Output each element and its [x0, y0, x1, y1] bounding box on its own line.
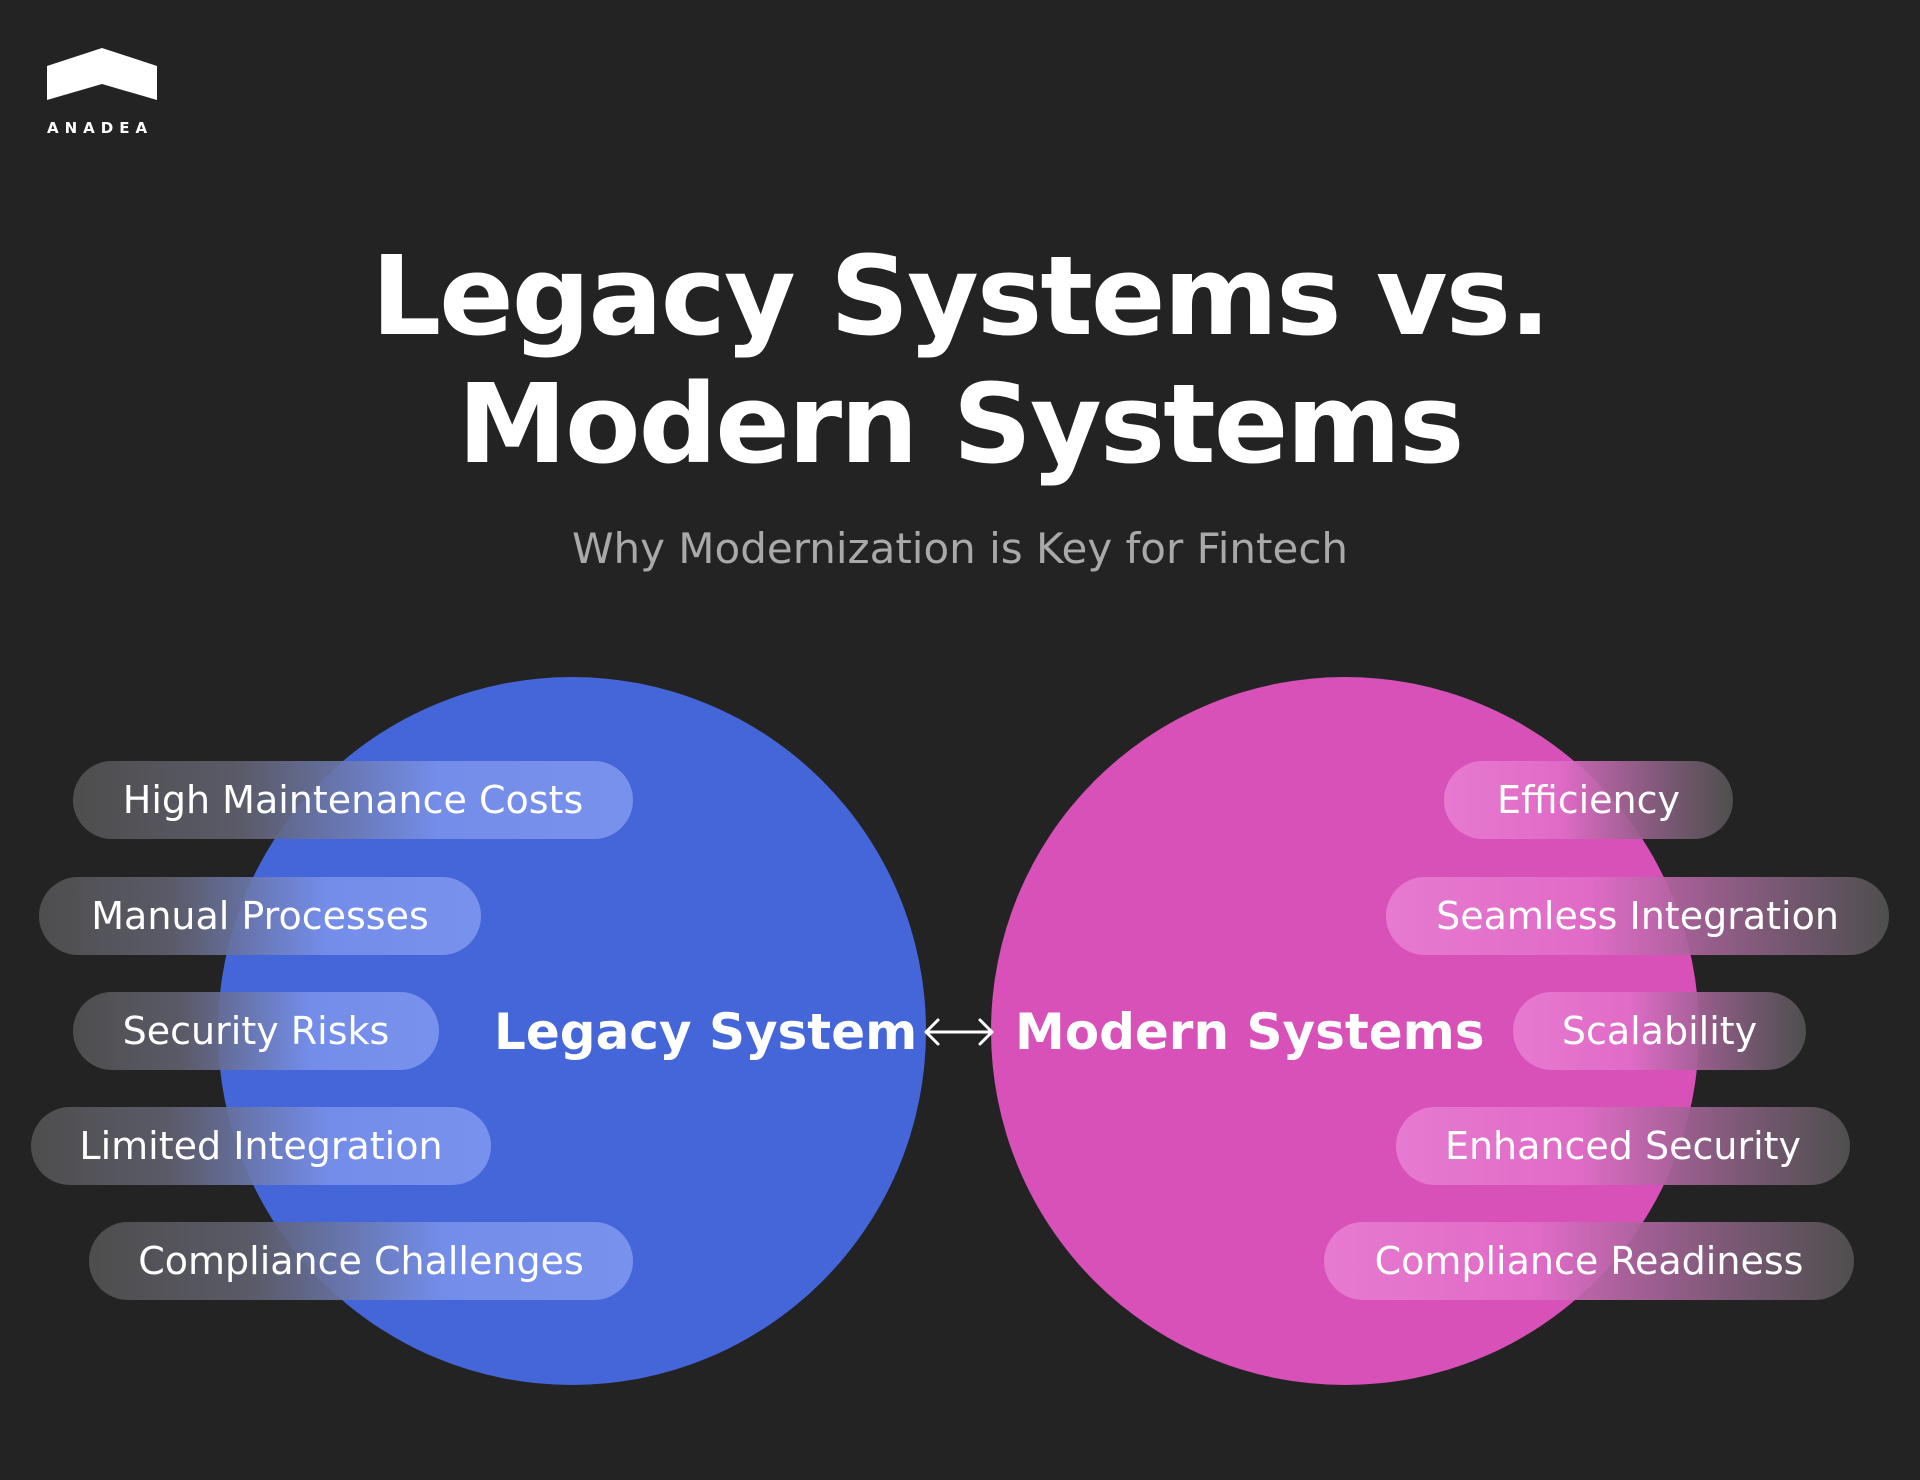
modern-item-scalability: Scalability: [1513, 992, 1806, 1070]
anadea-logo-icon: [47, 48, 157, 100]
double-arrow-icon: [924, 1018, 994, 1046]
legacy-item-security-risks: Security Risks: [73, 992, 439, 1070]
page-title: Legacy Systems vs. Modern Systems: [0, 232, 1920, 488]
legacy-item-limited-integration: Limited Integration: [31, 1107, 491, 1185]
modern-item-enhanced-security: Enhanced Security: [1396, 1107, 1850, 1185]
modern-systems-label: Modern Systems: [1015, 1003, 1485, 1061]
page-subtitle: Why Modernization is Key for Fintech: [571, 524, 1349, 573]
title-line-2: Modern Systems: [457, 360, 1465, 488]
legacy-item-manual-processes: Manual Processes: [39, 877, 481, 955]
legacy-item-compliance-challenges: Compliance Challenges: [89, 1222, 633, 1300]
legacy-item-high-maintenance-costs: High Maintenance Costs: [73, 761, 633, 839]
legacy-system-label: Legacy System: [494, 1003, 918, 1061]
modern-item-compliance-readiness: Compliance Readiness: [1324, 1222, 1854, 1300]
title-line-1: Legacy Systems vs.: [371, 232, 1551, 360]
logo-text: ANADEA: [47, 119, 154, 137]
modern-item-efficiency: Efficiency: [1444, 761, 1733, 839]
modern-item-seamless-integration: Seamless Integration: [1386, 877, 1889, 955]
